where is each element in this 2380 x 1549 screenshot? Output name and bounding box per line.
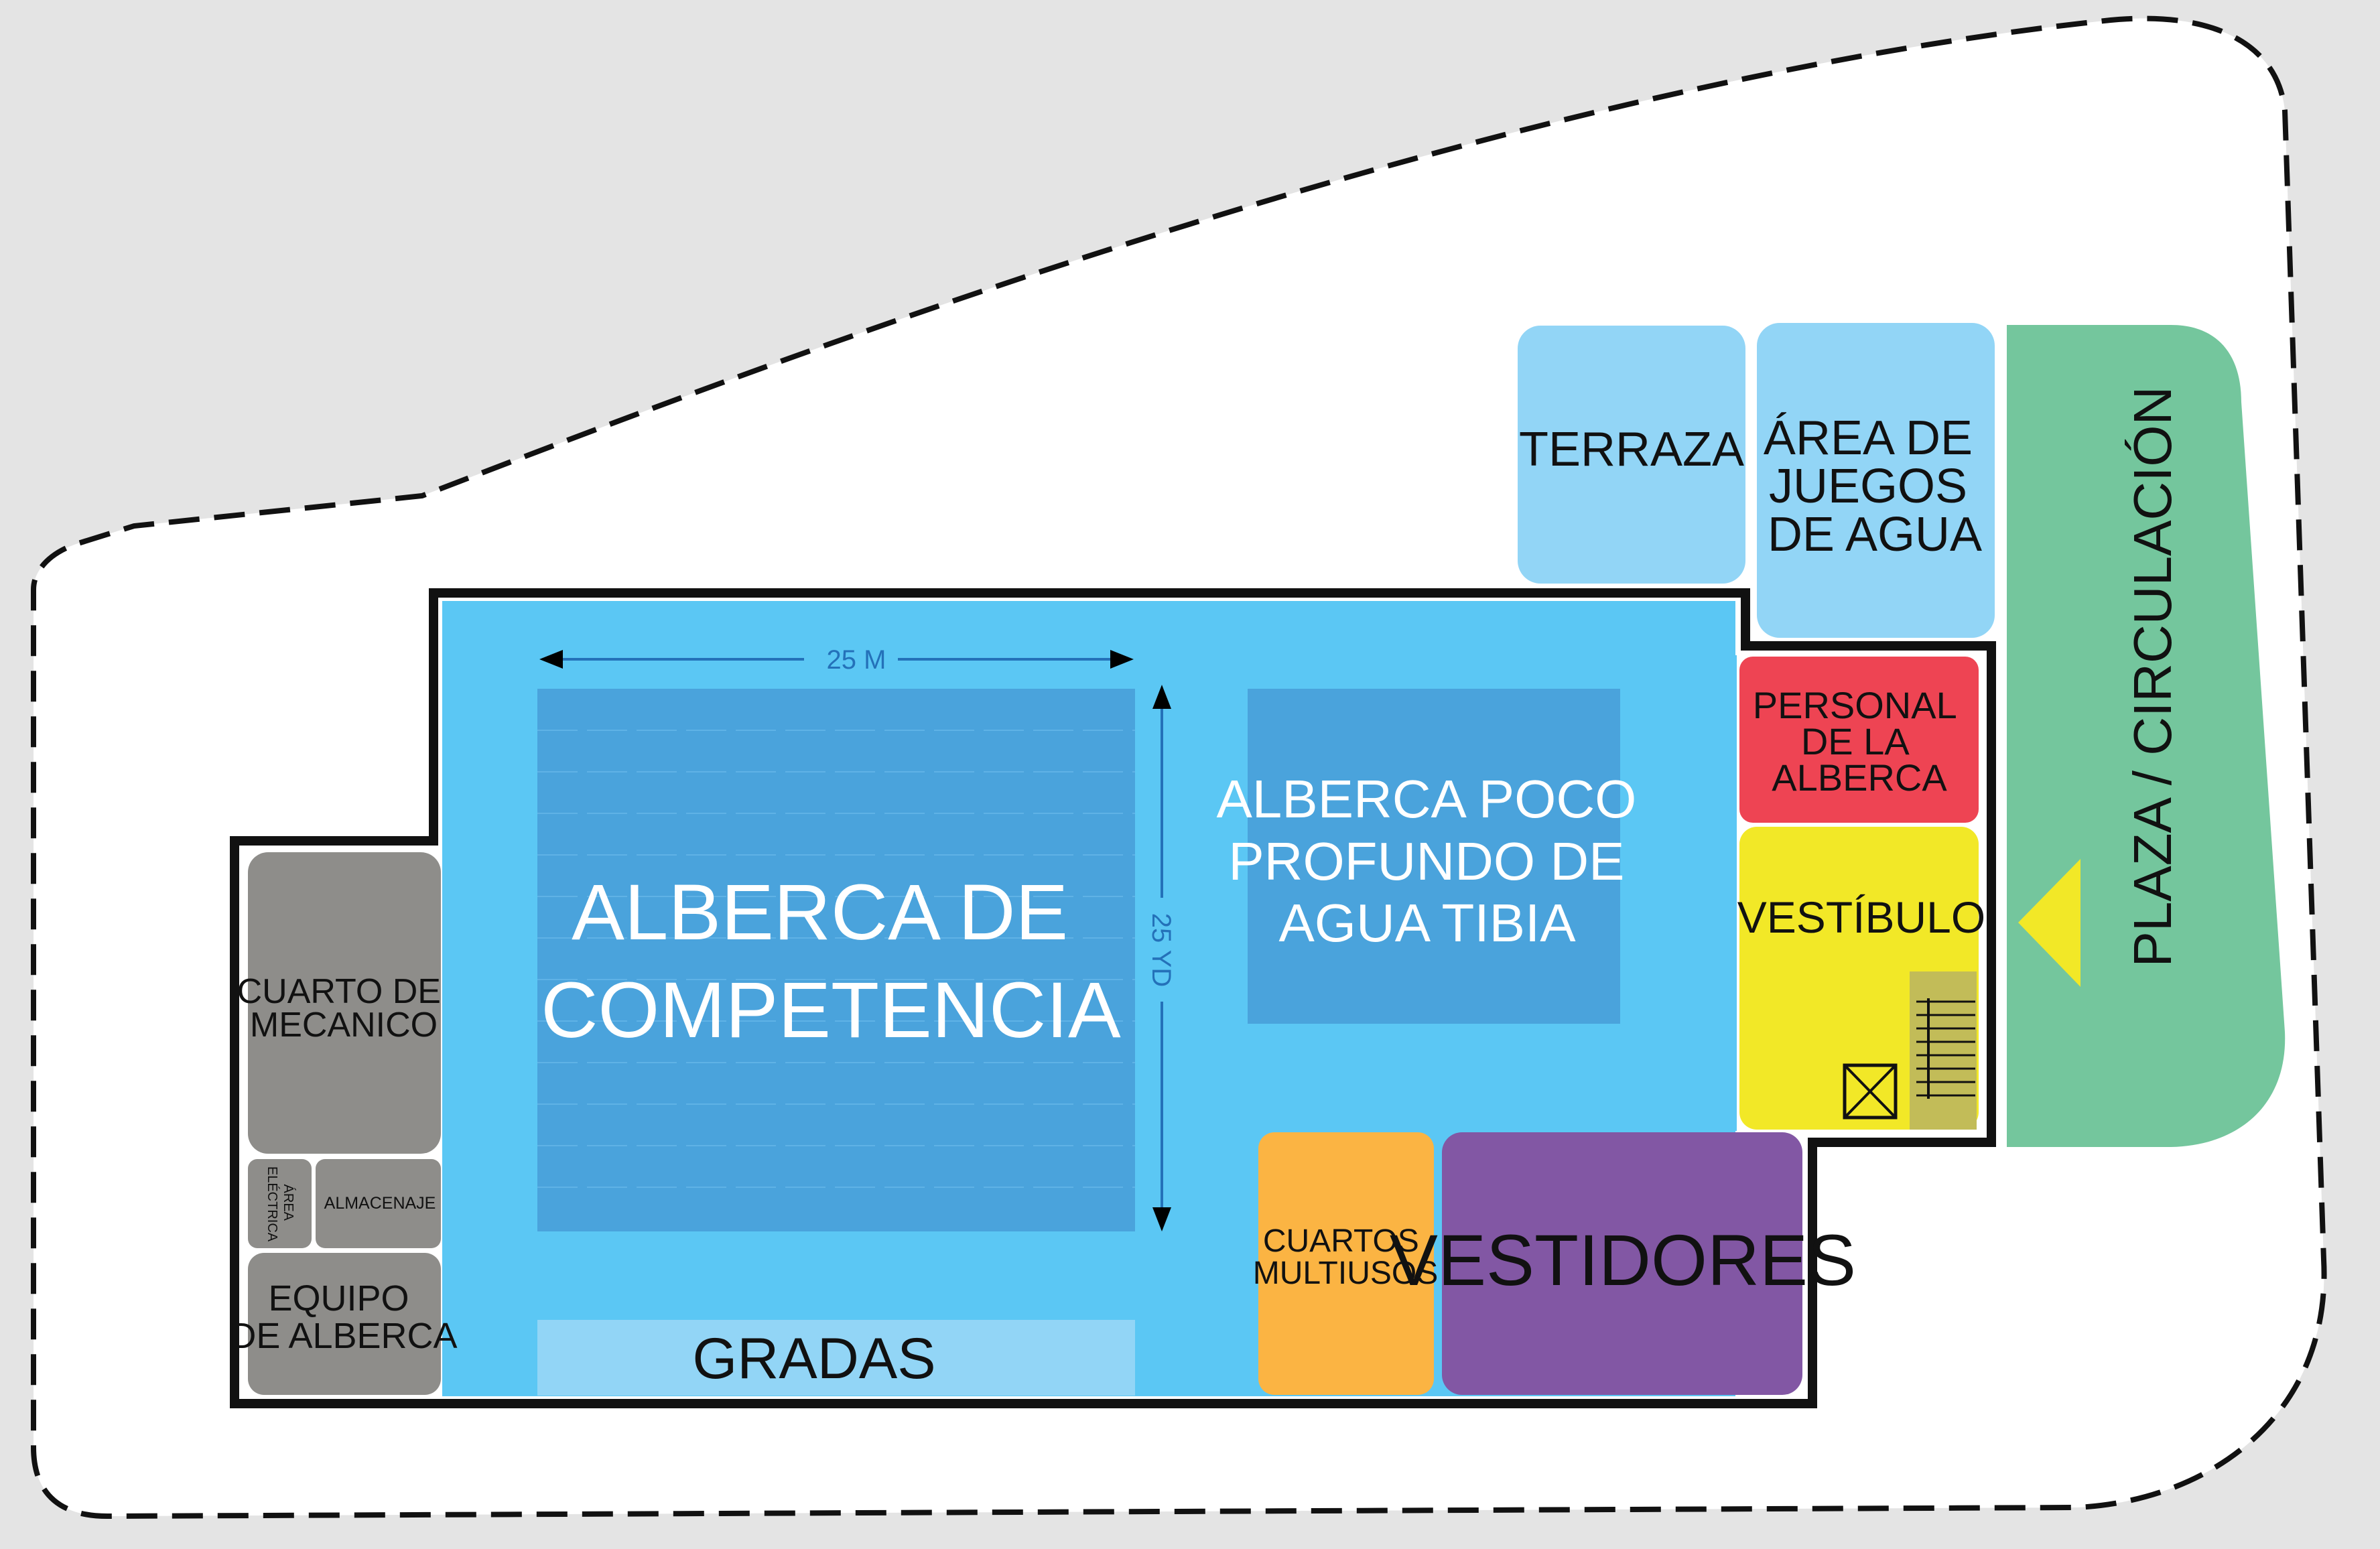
locker-rooms: VESTIDORES <box>1390 1132 1856 1395</box>
width-dimension-label: 25 M <box>827 645 886 675</box>
water-games-label: ÁREA DE JUEGOS DE AGUA <box>1764 411 1986 561</box>
arrow-right-icon <box>1110 650 1134 669</box>
lobby-label: VESTÍBULO <box>1737 892 1985 942</box>
pool-lane-lines <box>537 730 1135 1188</box>
mechanical-room-label: CUARTO DE MECANICO <box>237 972 451 1045</box>
arrow-left-icon <box>539 650 563 669</box>
competition-pool: ALBERCA DE COMPETENCIA <box>537 689 1135 1231</box>
length-dimension: 25 YD <box>1146 685 1176 1231</box>
width-dimension: 25 M <box>539 645 1134 675</box>
pool-equipment-room: EQUIPO DE ALBERCA <box>230 1253 458 1395</box>
storage-room-label: ALMACENAJE <box>324 1194 436 1213</box>
pool-hall-lobby-gap <box>1730 655 1737 1131</box>
arrow-down-icon <box>1152 1207 1171 1231</box>
elevator-icon <box>1843 1063 1898 1120</box>
multipurpose-rooms-label: CUARTOS MULTIUSOS <box>1253 1223 1438 1291</box>
terrace: TERRAZA <box>1518 326 1745 584</box>
arrow-up-icon <box>1152 685 1171 709</box>
staff-room: PERSONAL DE LA ALBERCA <box>1739 657 1979 823</box>
water-games-area: ÁREA DE JUEGOS DE AGUA <box>1757 323 1995 638</box>
storage-room: ALMACENAJE <box>316 1159 441 1248</box>
building-outline <box>230 588 1996 1408</box>
multipurpose-rooms: CUARTOS MULTIUSOS <box>1253 1132 1438 1395</box>
plaza-circulation-label: PLAZA / CIRCULACIÓN <box>2123 387 2182 967</box>
gradas: GRADAS <box>537 1320 1135 1396</box>
staff-room-label: PERSONAL DE LA ALBERCA <box>1753 684 1966 799</box>
electrical-area-label: ÁREA ELÉCTRICA <box>265 1166 296 1242</box>
warm-pool: ALBERCA POCO PROFUNDO DE AGUA TIBIA <box>1216 689 1651 1024</box>
stairs-icon <box>1910 971 1977 1130</box>
gradas-label: GRADAS <box>692 1327 935 1391</box>
pool-equipment-label: EQUIPO DE ALBERCA <box>230 1278 457 1356</box>
mechanical-room: CUARTO DE MECANICO <box>237 852 451 1154</box>
electrical-area: ÁREA ELÉCTRICA <box>248 1159 312 1248</box>
triangle-left-icon <box>2018 859 2080 987</box>
terrace-label: TERRAZA <box>1519 423 1744 476</box>
locker-rooms-label: VESTIDORES <box>1390 1219 1856 1300</box>
warm-pool-label: ALBERCA POCO PROFUNDO DE AGUA TIBIA <box>1216 769 1651 953</box>
length-dimension-label: 25 YD <box>1146 913 1176 987</box>
plaza-circulation: PLAZA / CIRCULACIÓN <box>2007 325 2286 1147</box>
competition-pool-label: ALBERCA DE COMPETENCIA <box>541 868 1121 1055</box>
lobby: VESTÍBULO <box>1737 827 1985 1130</box>
